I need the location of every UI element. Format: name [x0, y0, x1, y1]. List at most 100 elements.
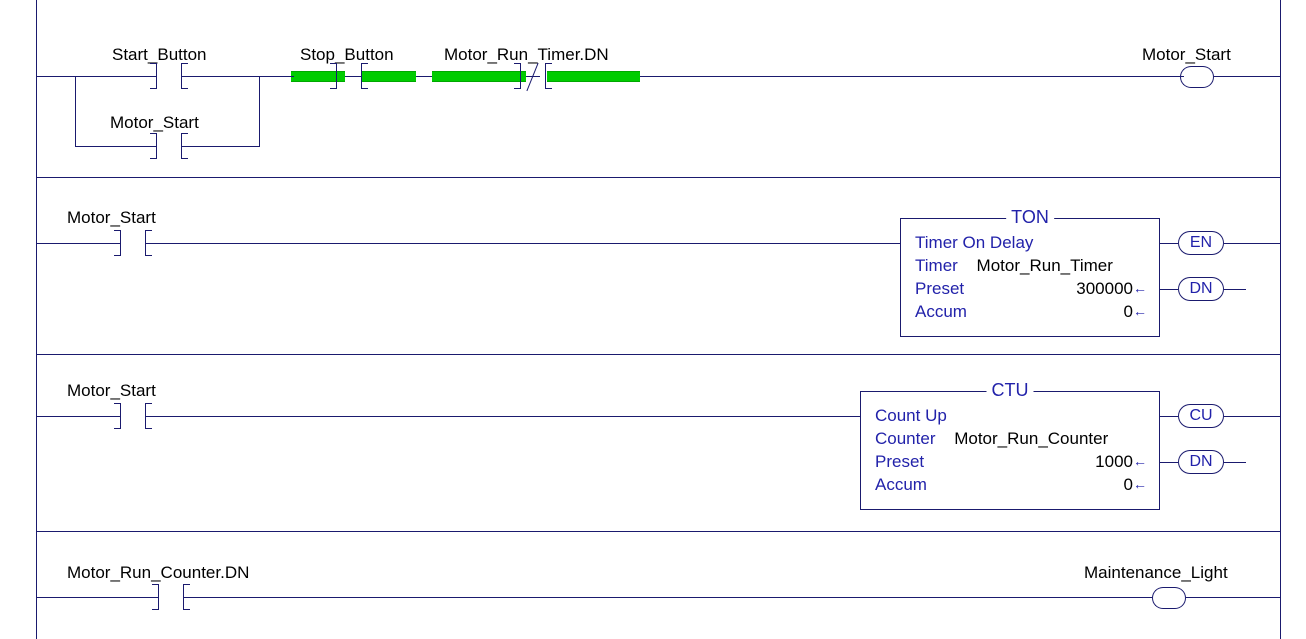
rung-2-cu-wire-out — [1224, 416, 1281, 417]
rung-0-wire-right — [636, 76, 1184, 77]
contact-bar-right — [181, 63, 182, 89]
contact-tick-left-top — [114, 230, 121, 231]
block-title-rule-right — [1051, 391, 1159, 392]
coil-motor-start[interactable] — [1180, 66, 1214, 88]
block-title-rule-right — [1071, 218, 1159, 219]
contact-tick-left-bottom — [150, 88, 157, 89]
contact-tick-left-top — [150, 63, 157, 64]
block-ctu[interactable]: CTU Count Up Counter Motor_Run_Counter P… — [860, 381, 1160, 510]
label-motor-start-rung2: Motor_Start — [67, 381, 156, 400]
coil-arc-left — [1152, 587, 1169, 609]
block-ton[interactable]: TON Timer On Delay Timer Motor_Run_Timer… — [900, 208, 1160, 337]
rung-0-branch-left-leg — [75, 76, 76, 146]
contact-tick-right-bottom — [361, 88, 368, 89]
contact-tick-right-top — [183, 584, 190, 585]
contact-bar-left — [120, 230, 121, 256]
block-output-coil-cu[interactable]: CU — [1178, 404, 1224, 428]
block-output-dn-label: DN — [1189, 280, 1213, 297]
contact-tick-left-bottom — [514, 88, 521, 89]
contact-tick-right-top — [545, 63, 552, 64]
contact-bar-right — [145, 403, 146, 429]
contact-tick-left-top — [150, 133, 157, 134]
rung-1-wire-to-block — [146, 243, 901, 244]
rung-1-en-wire-out — [1224, 243, 1281, 244]
rung-3-wire-coil-out — [1186, 597, 1281, 598]
contact-motor-start-sealin[interactable] — [150, 133, 188, 159]
contact-tick-left-bottom — [152, 609, 159, 610]
contact-tick-left-bottom — [114, 428, 121, 429]
block-ton-accum-key: Accum — [915, 302, 967, 321]
power-flow-segment-4 — [547, 71, 640, 82]
rung-3-wire-right — [184, 597, 1152, 598]
left-power-rail — [36, 0, 37, 639]
block-ctu-row-preset[interactable]: Preset 1000 ← — [875, 450, 1147, 473]
block-ton-preset-value[interactable]: 300000 — [1076, 279, 1133, 298]
label-maintenance-light-coil: Maintenance_Light — [1084, 563, 1228, 582]
contact-bar-right — [545, 63, 546, 89]
coil-arc-right — [1201, 277, 1224, 301]
contact-bar-right — [361, 63, 362, 89]
coil-arc-left — [1178, 277, 1201, 301]
block-ton-description: Timer On Delay — [915, 233, 1034, 252]
contact-tick-left-top — [330, 63, 337, 64]
contact-stop-button[interactable] — [330, 63, 368, 89]
contact-motor-start-rung1[interactable] — [114, 230, 152, 256]
contact-bar-left — [336, 63, 337, 89]
contact-tick-right-bottom — [183, 609, 190, 610]
label-motor-run-counter-dn: Motor_Run_Counter.DN — [67, 563, 250, 582]
block-ton-description-row: Timer On Delay — [915, 231, 1147, 254]
block-ctu-row-accum[interactable]: Accum 0 ← — [875, 473, 1147, 496]
rung-2-cu-wire-in — [1160, 416, 1178, 417]
rung-0-wire-mid-3 — [416, 76, 436, 77]
power-flow-segment-3 — [432, 71, 526, 82]
contact-bar-right — [145, 230, 146, 256]
coil-arc-right — [1169, 587, 1186, 609]
block-ton-row-accum[interactable]: Accum 0 ← — [915, 300, 1147, 323]
contact-tick-right-bottom — [145, 428, 152, 429]
rung-0-branch-bottom-wire-left — [75, 146, 156, 147]
block-ctu-row-counter[interactable]: Counter Motor_Run_Counter — [875, 427, 1147, 450]
block-ton-accum-arrow-icon: ← — [1133, 303, 1147, 319]
block-output-dn-ctu-label: DN — [1189, 453, 1213, 470]
block-ton-preset-key: Preset — [915, 279, 965, 298]
rung-0-wire-coil-out — [1214, 76, 1281, 77]
contact-motor-run-counter-dn[interactable] — [152, 584, 190, 610]
block-output-coil-dn-ctu[interactable]: DN — [1178, 450, 1224, 474]
coil-arc-left — [1178, 450, 1201, 474]
block-ctu-counter-operand[interactable]: Motor_Run_Counter — [954, 429, 1109, 448]
contact-bar-left — [156, 133, 157, 159]
block-ton-row-timer[interactable]: Timer Motor_Run_Timer — [915, 254, 1147, 277]
block-ton-row-preset[interactable]: Preset 300000 ← — [915, 277, 1147, 300]
contact-start-button[interactable] — [150, 63, 188, 89]
rung-0-wire-mid-1 — [182, 76, 292, 77]
contact-motor-run-timer-dn[interactable] — [514, 62, 552, 92]
block-title-rule-left — [861, 391, 969, 392]
contact-tick-right-top — [181, 63, 188, 64]
label-start-button: Start_Button — [112, 45, 207, 64]
rung-1-dn-wire-in — [1160, 289, 1178, 290]
rung-0-branch-top-to-series — [259, 76, 294, 77]
contact-motor-start-rung2[interactable] — [114, 403, 152, 429]
block-output-coil-dn[interactable]: DN — [1178, 277, 1224, 301]
block-ctu-description: Count Up — [875, 406, 947, 425]
contact-bar-left — [158, 584, 159, 610]
rung-1-en-wire-in — [1160, 243, 1178, 244]
rung-1-dn-wire-stub — [1224, 289, 1246, 290]
block-output-coil-en[interactable]: EN — [1178, 231, 1224, 255]
rung-separator-2 — [36, 531, 1281, 532]
coil-maintenance-light[interactable] — [1152, 587, 1186, 609]
block-ctu-preset-key: Preset — [875, 452, 925, 471]
block-ctu-accum-value[interactable]: 0 — [1123, 475, 1133, 494]
contact-bar-left — [156, 63, 157, 89]
block-ton-accum-value[interactable]: 0 — [1123, 302, 1133, 321]
rung-0-wire-left — [36, 76, 156, 77]
block-ctu-preset-value[interactable]: 1000 — [1095, 452, 1133, 471]
contact-tick-right-bottom — [545, 88, 552, 89]
label-motor-run-timer-dn: Motor_Run_Timer.DN — [444, 45, 609, 64]
block-ton-timer-operand[interactable]: Motor_Run_Timer — [976, 256, 1113, 275]
power-flow-segment-2 — [362, 71, 416, 82]
block-title-rule-left — [901, 218, 989, 219]
block-ton-mnemonic: TON — [1006, 208, 1054, 226]
contact-tick-left-top — [152, 584, 159, 585]
